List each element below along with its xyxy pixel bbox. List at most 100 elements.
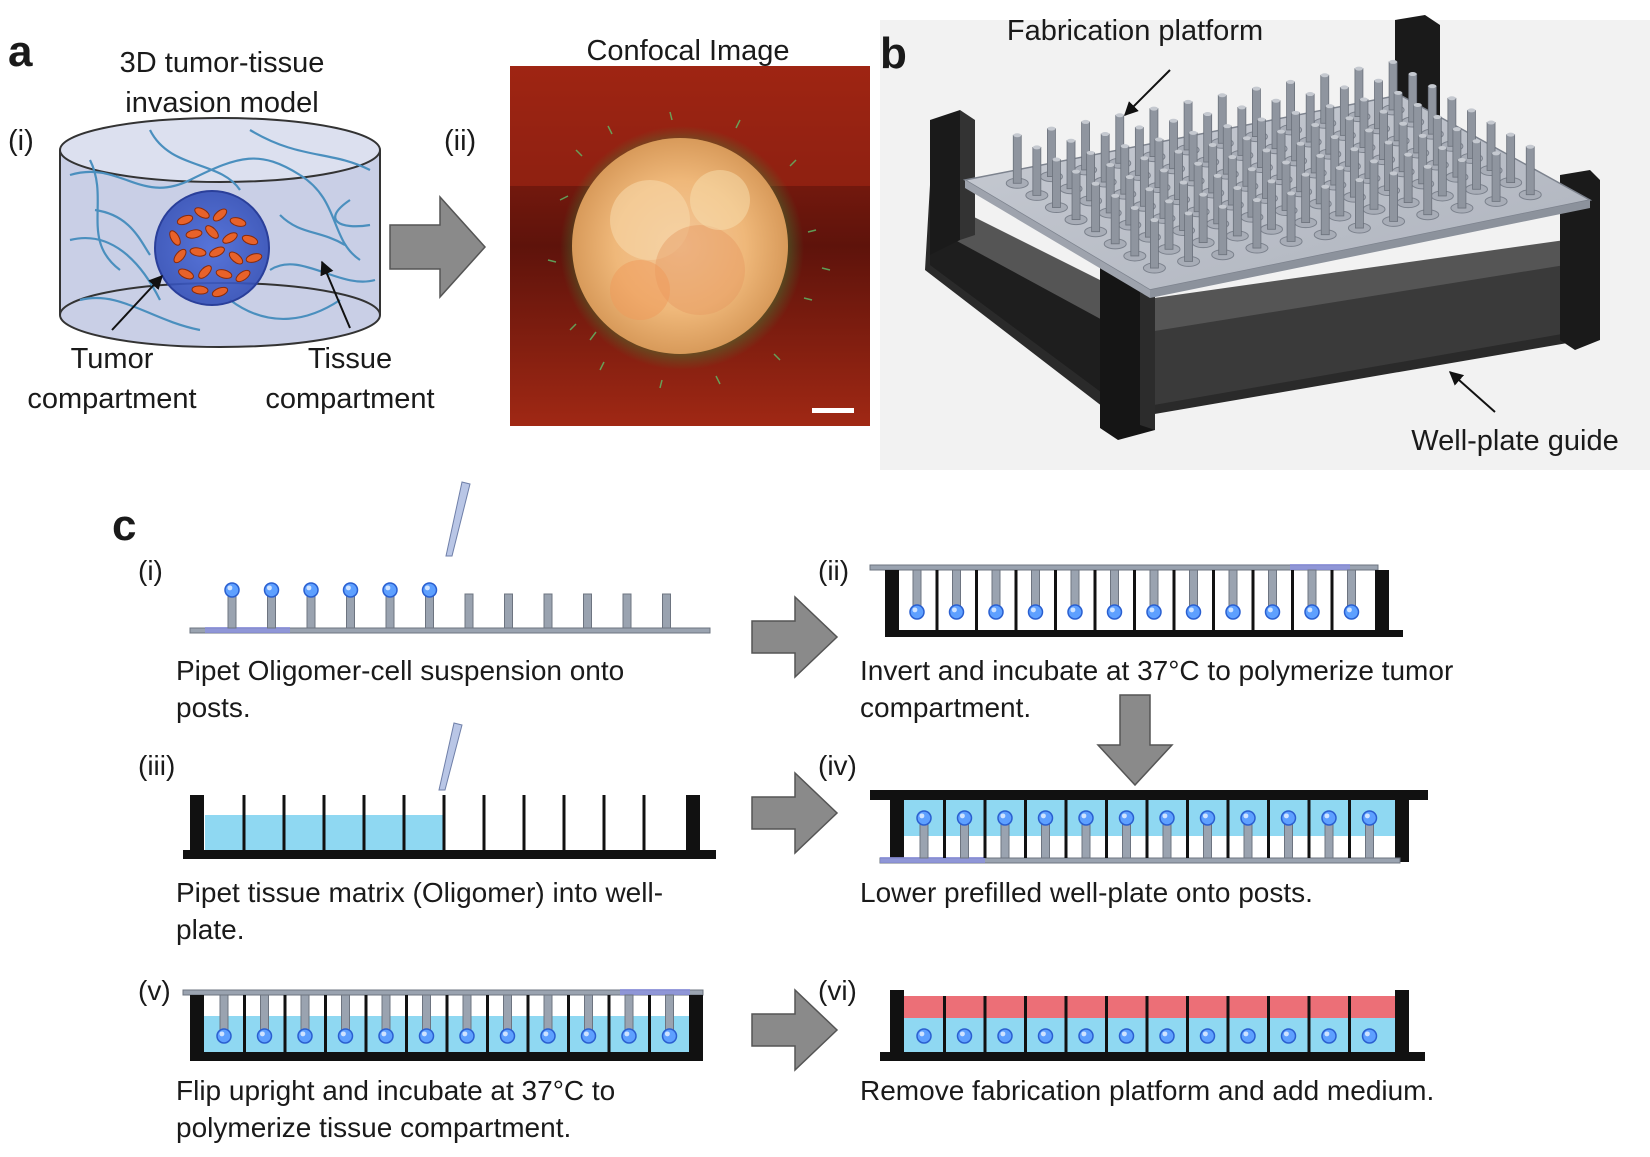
well-wall-right: [689, 995, 703, 1060]
cell-droplet: [1280, 810, 1297, 826]
post-top: [1189, 130, 1198, 135]
platform-post: [1389, 172, 1398, 222]
well-divider: [1212, 570, 1215, 630]
platform-post: [1184, 212, 1193, 262]
well-divider: [1330, 570, 1334, 630]
cell-droplet: [418, 1028, 435, 1044]
post-top: [1447, 96, 1456, 101]
platform-highlight: [205, 627, 290, 633]
well-divider: [602, 795, 606, 851]
post-top: [1052, 157, 1061, 162]
well-wall-right: [1395, 800, 1409, 862]
cell-droplet: [342, 582, 359, 598]
well-wall-left: [190, 795, 204, 855]
well-wall-right: [686, 795, 700, 855]
cell-droplet: [540, 1028, 556, 1044]
droplet-highlight: [1324, 1031, 1330, 1037]
cell-droplet: [1185, 604, 1202, 620]
well-divider: [1348, 800, 1351, 858]
post: [503, 994, 512, 1034]
post: [1347, 569, 1356, 611]
post-top: [1389, 59, 1398, 64]
post-top: [1072, 169, 1081, 174]
post-top: [1286, 79, 1295, 84]
tumor-label-line1: Tumor: [71, 343, 154, 375]
post-top: [1330, 135, 1339, 140]
post-top: [1159, 168, 1168, 173]
post: [306, 593, 316, 629]
well-wall-right: [1375, 570, 1389, 635]
pipette-tip: [445, 481, 471, 557]
cell-droplet: [997, 810, 1013, 826]
droplet-highlight: [300, 1031, 306, 1037]
post-top: [1359, 97, 1368, 102]
well-divider: [1267, 800, 1270, 858]
droplet-highlight: [1243, 1031, 1249, 1037]
well-divider: [1307, 800, 1311, 858]
cell-droplet: [1159, 810, 1175, 826]
post-top: [1233, 185, 1242, 190]
post: [346, 593, 355, 629]
post-top: [1526, 144, 1535, 149]
droplet-highlight: [1307, 607, 1313, 613]
post-top: [1408, 72, 1417, 77]
well-divider: [364, 995, 368, 1052]
post-top: [1413, 102, 1422, 107]
scale-bar: [812, 408, 854, 413]
post: [543, 593, 553, 629]
post-top: [1296, 141, 1305, 146]
post-top: [1218, 93, 1227, 98]
droplet-highlight: [1070, 607, 1076, 613]
post-top: [1384, 140, 1393, 145]
panel-b-letter: b: [880, 29, 907, 78]
cell-droplet: [1118, 1028, 1135, 1044]
post: [464, 593, 474, 629]
well-divider: [322, 795, 326, 851]
droplet-highlight: [951, 607, 957, 613]
post-top: [1174, 149, 1183, 154]
post: [267, 593, 276, 629]
post-top: [1404, 152, 1413, 157]
post: [1110, 569, 1119, 611]
well-divider: [1024, 996, 1027, 1052]
post-top: [1321, 184, 1330, 189]
well-floor: [183, 850, 716, 859]
well-wall-left: [190, 995, 204, 1060]
post: [622, 593, 632, 629]
post-top: [1350, 147, 1359, 152]
well-divider: [1172, 570, 1176, 630]
post-top: [1194, 161, 1203, 166]
cell-droplet: [909, 604, 925, 620]
droplet-highlight: [1283, 813, 1289, 819]
tumor-cells: [169, 207, 263, 298]
cell-droplet: [1118, 810, 1135, 826]
well-divider: [1226, 800, 1230, 858]
post-top: [1364, 128, 1373, 133]
post: [425, 593, 434, 629]
post: [912, 569, 922, 611]
cell-droplet: [224, 582, 240, 598]
well-divider: [943, 800, 946, 858]
platform-post: [1491, 152, 1501, 202]
post-top: [1325, 104, 1334, 109]
platform-post: [1286, 192, 1296, 242]
tissue-pointer-arrow: [320, 260, 351, 329]
droplet-highlight: [1081, 1031, 1087, 1037]
cell-droplet: [499, 1028, 516, 1044]
tumor-sphere: [154, 190, 270, 306]
platform-post: [1437, 147, 1447, 197]
droplet-highlight: [1364, 1031, 1370, 1037]
well-divider: [445, 995, 449, 1052]
post-top: [1091, 181, 1100, 186]
droplet-highlight: [1162, 813, 1168, 819]
post: [1189, 569, 1198, 611]
post: [462, 994, 472, 1034]
platform-post: [1218, 206, 1228, 256]
sub-label-i: (i): [8, 125, 34, 157]
well-divider: [402, 795, 406, 851]
post: [952, 569, 961, 611]
post: [662, 593, 671, 629]
cell-droplet: [1225, 604, 1241, 620]
droplet-highlight: [421, 1031, 427, 1037]
